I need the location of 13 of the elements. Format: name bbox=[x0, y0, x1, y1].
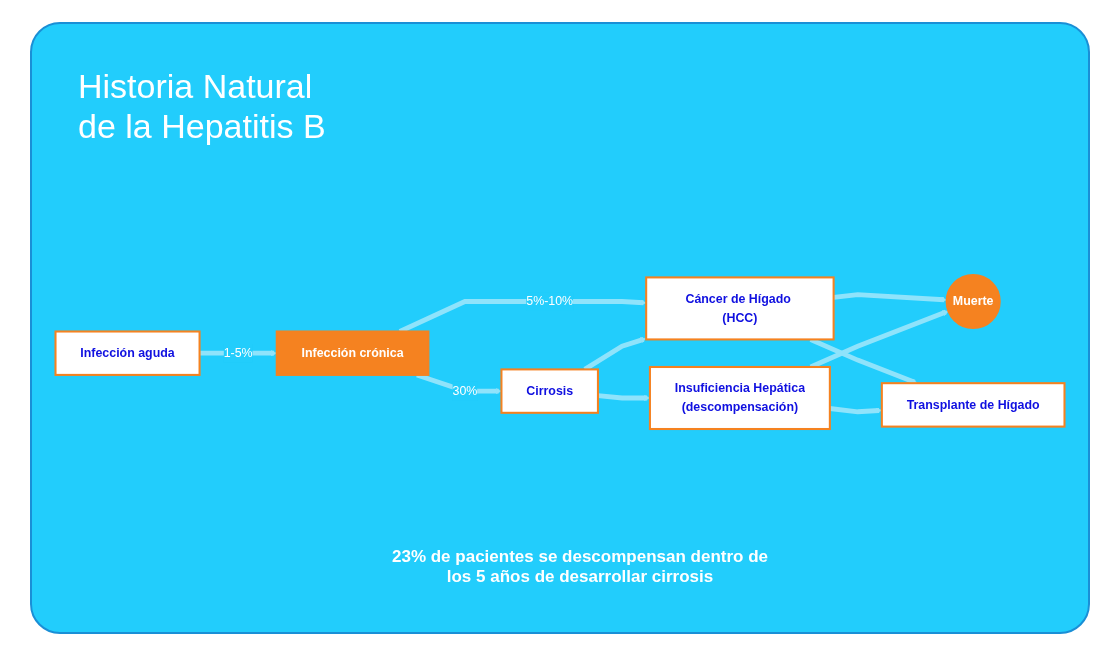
edge-label: 1-5% bbox=[223, 345, 253, 360]
node-box: Insuficiencia Hepática (descompensación) bbox=[648, 365, 831, 431]
node-box: Transplante de Hígado bbox=[880, 382, 1066, 428]
edge-label: 5%-10% bbox=[526, 294, 574, 309]
note-text: 23% de pacientes se descompensan dentro de los 5 años de desarrollar cirrosis bbox=[391, 547, 769, 587]
edge-label: 30% bbox=[452, 383, 478, 398]
node-box: Infección aguda bbox=[54, 330, 201, 376]
node-box: Infección crónica bbox=[275, 330, 430, 376]
title: Historia Natural de la Hepatitis B bbox=[78, 66, 327, 146]
node-box: Cirrosis bbox=[500, 368, 599, 414]
node-circle: Muerte bbox=[945, 273, 1001, 330]
node-box: Cáncer de Hígado (HCC) bbox=[645, 276, 835, 341]
arrow bbox=[833, 292, 947, 303]
